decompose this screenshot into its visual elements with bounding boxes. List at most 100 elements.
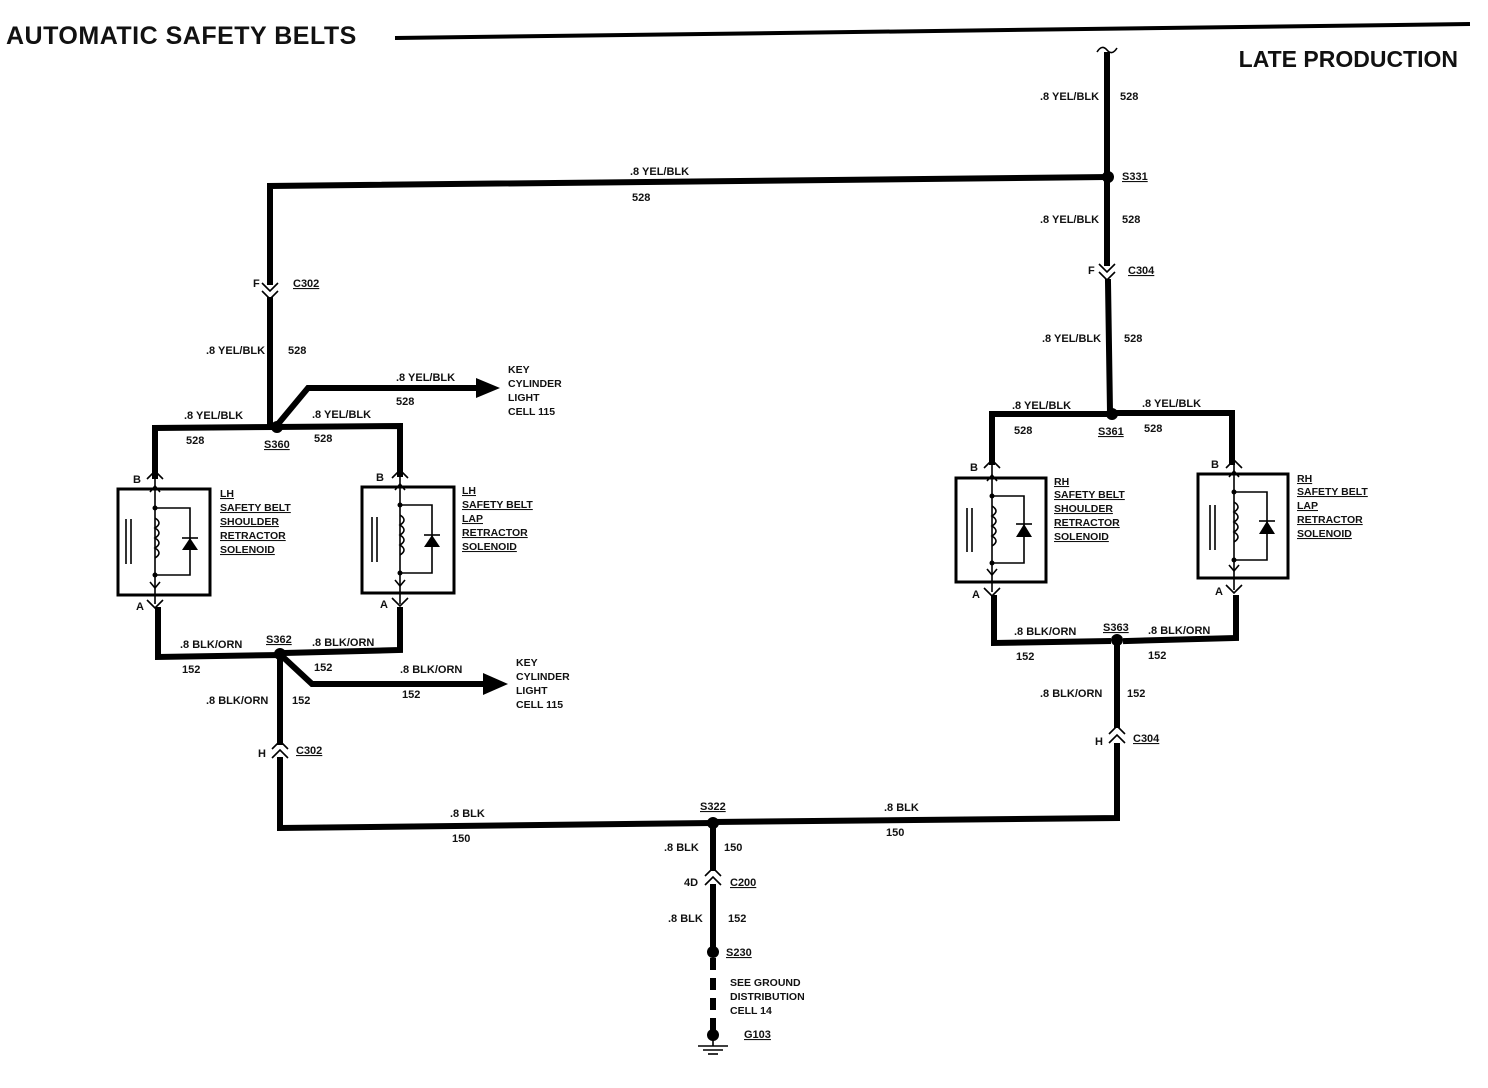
pin-label-b: B [133, 474, 141, 486]
circuit-number-label: 528 [632, 192, 650, 204]
pin-label-b: B [970, 462, 978, 474]
pin-label-4d: 4D [684, 877, 698, 889]
circuit-number-label: 528 [1014, 425, 1032, 437]
rh-lap-solenoid-label: RH SAFETY BELT LAP RETRACTOR SOLENOID [1297, 473, 1368, 540]
wire-528-s361-right [1115, 410, 1235, 465]
wire-152-lh-lap-s362 [278, 607, 403, 657]
splice-label-s363: S363 [1103, 622, 1129, 634]
svg-text:RH: RH [1297, 473, 1312, 485]
wire-528-s360-left [152, 423, 280, 479]
key-cylinder-lower-label: KEY CYLINDER LIGHT CELL 115 [516, 657, 570, 711]
svg-text:SAFETY BELT: SAFETY BELT [462, 499, 533, 511]
svg-text:SOLENOID: SOLENOID [220, 544, 275, 556]
svg-text:SAFETY BELT: SAFETY BELT [1297, 486, 1368, 498]
wire-color-label: .8 BLK [664, 842, 699, 854]
connector-label-c200: C200 [730, 877, 756, 889]
rh-lap-solenoid [1196, 458, 1290, 595]
circuit-number-label: 152 [728, 913, 746, 925]
svg-text:RH: RH [1054, 476, 1069, 488]
svg-text:KEY: KEY [516, 657, 538, 669]
circuit-number-label: 152 [182, 664, 200, 676]
lh-shoulder-solenoid-label: LH SAFETY BELT SHOULDER RETRACTOR SOLENO… [220, 488, 291, 556]
circuit-number-label: 528 [396, 396, 414, 408]
splice-label-s331: S331 [1122, 171, 1148, 183]
circuit-number-label: 152 [1148, 650, 1166, 662]
pin-label-a: A [380, 599, 388, 611]
svg-text:LH: LH [462, 485, 476, 497]
header-rule [394, 22, 1471, 40]
wire-color-label: .8 YEL/BLK [1012, 400, 1071, 412]
svg-text:SHOULDER: SHOULDER [220, 516, 279, 528]
connector-label-c304: C304 [1133, 733, 1160, 745]
splice-s361-dot [1106, 408, 1118, 420]
connector-c304-f [1098, 263, 1116, 282]
wire-color-label: .8 YEL/BLK [206, 345, 265, 357]
page-title: AUTOMATIC SAFETY BELTS [6, 22, 357, 50]
pin-label-b: B [1211, 459, 1219, 471]
wire-color-label: .8 BLK [668, 913, 703, 925]
wire-152-key-cylinder-lower [279, 653, 488, 687]
svg-text:CYLINDER: CYLINDER [516, 671, 570, 683]
wire-color-label: .8 YEL/BLK [396, 372, 455, 384]
svg-text:CELL 115: CELL 115 [516, 699, 563, 711]
wire-color-label: .8 YEL/BLK [1040, 91, 1099, 103]
wire-color-label: .8 YEL/BLK [1040, 214, 1099, 226]
wire-color-label: .8 BLK/ORN [312, 637, 374, 649]
svg-text:CELL 14: CELL 14 [730, 1005, 772, 1017]
connector-label-c302: C302 [293, 278, 319, 290]
circuit-number-label: 152 [1016, 651, 1034, 663]
svg-text:SAFETY BELT: SAFETY BELT [1054, 489, 1125, 501]
wire-150-c302-s322 [277, 757, 714, 832]
svg-text:RETRACTOR: RETRACTOR [1054, 517, 1120, 529]
ground-label-g103: G103 [744, 1029, 771, 1041]
connector-label-c304: C304 [1128, 265, 1155, 277]
circuit-number-label: 152 [1127, 688, 1145, 700]
wire-color-label: .8 BLK/ORN [1040, 688, 1102, 700]
wire-152-rh-lap-s363 [1122, 595, 1239, 645]
svg-text:CYLINDER: CYLINDER [508, 378, 562, 390]
pin-label-h: H [258, 748, 266, 760]
circuit-number-label: 152 [292, 695, 310, 707]
rh-shoulder-solenoid [954, 458, 1048, 598]
splice-s230-dot [707, 946, 719, 958]
wire-color-label: .8 YEL/BLK [184, 410, 243, 422]
pin-label-b: B [376, 472, 384, 484]
wire-152-lh-shoulder-s362 [155, 607, 282, 661]
arrow-key-cylinder-lower [483, 673, 508, 695]
wire-color-label: .8 BLK [450, 808, 485, 820]
svg-text:SOLENOID: SOLENOID [1054, 531, 1109, 543]
page-subtitle: LATE PRODUCTION [1238, 46, 1458, 72]
connector-c302-f [261, 282, 279, 301]
wire-528-key-cylinder-upper [273, 385, 481, 429]
wire-528-s360-right [272, 422, 403, 477]
svg-text:CELL 115: CELL 115 [508, 406, 555, 418]
circuit-number-label: 528 [1144, 423, 1162, 435]
pin-label-f: F [253, 278, 260, 290]
circuit-number-label: 152 [402, 689, 420, 701]
wire-color-label: .8 BLK/ORN [206, 695, 268, 707]
ground-g103-dot [707, 1029, 719, 1041]
svg-text:SAFETY BELT: SAFETY BELT [220, 502, 291, 514]
circuit-number-label: 528 [1122, 214, 1140, 226]
wire-color-label: .8 YEL/BLK [1042, 333, 1101, 345]
splice-label-s361: S361 [1098, 426, 1124, 438]
splice-label-s362: S362 [266, 634, 292, 646]
splice-s331-dot [1102, 171, 1114, 183]
key-cylinder-upper-label: KEY CYLINDER LIGHT CELL 115 [508, 364, 562, 418]
wire-color-label: .8 YEL/BLK [312, 409, 371, 421]
circuit-number-label: 528 [1124, 333, 1142, 345]
splice-label-s230: S230 [726, 947, 752, 959]
wire-152-rh-shoulder-s363 [991, 595, 1112, 647]
svg-text:RETRACTOR: RETRACTOR [220, 530, 286, 542]
svg-text:LIGHT: LIGHT [516, 685, 548, 697]
svg-text:SHOULDER: SHOULDER [1054, 503, 1113, 515]
connector-c304-h [1108, 724, 1126, 744]
wire-528-s361-left [989, 411, 1109, 465]
pin-label-a: A [972, 589, 980, 601]
wire-color-label: .8 BLK [884, 802, 919, 814]
connector-c302-h [271, 739, 289, 759]
svg-text:SOLENOID: SOLENOID [462, 541, 517, 553]
splice-s362-dot [274, 648, 286, 660]
svg-text:LH: LH [220, 488, 234, 500]
